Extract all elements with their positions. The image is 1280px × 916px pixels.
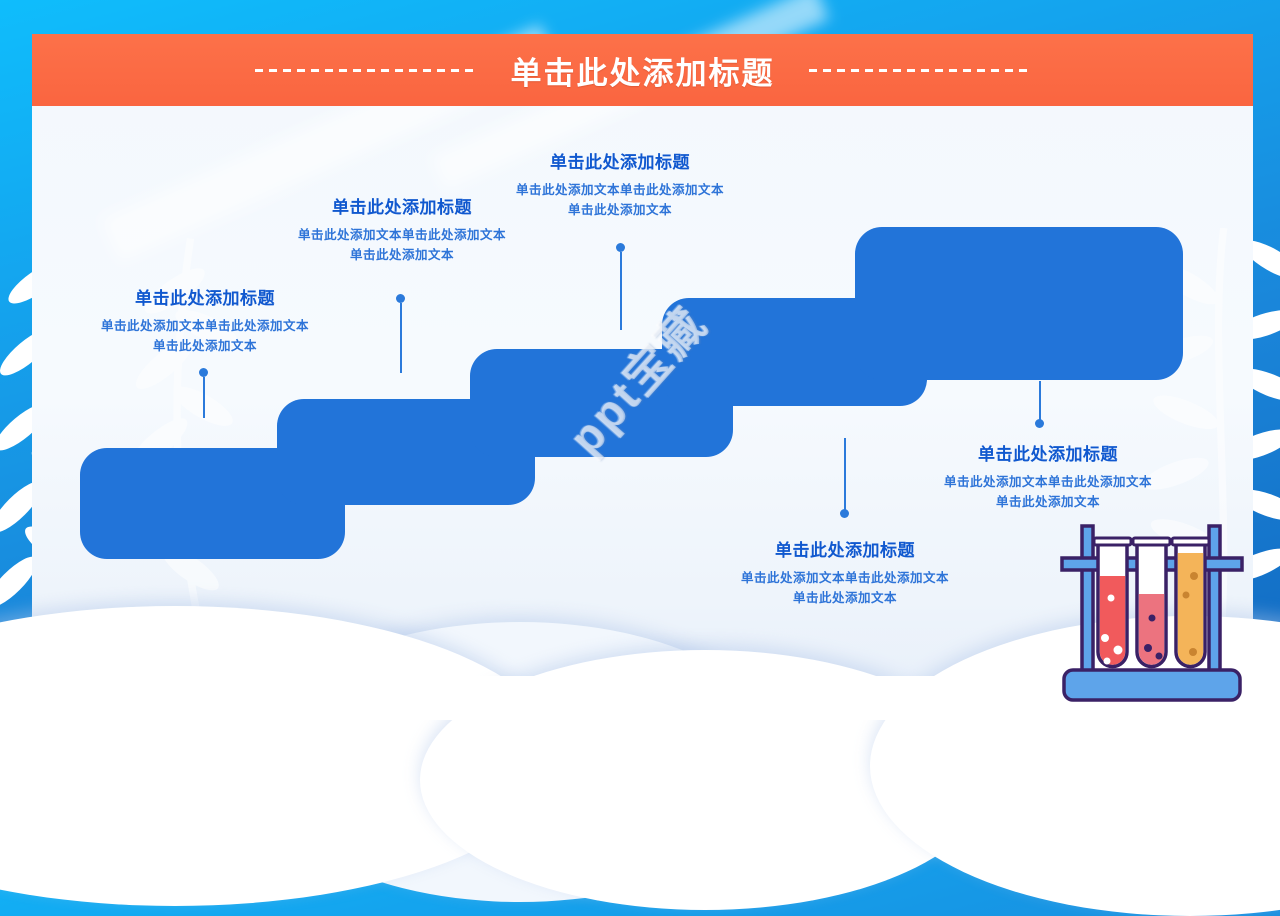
title-dash-right [808, 68, 1031, 72]
connector-dot-5 [1035, 419, 1044, 428]
test-tubes-illustration [1060, 524, 1244, 702]
step-shape-5[interactable] [855, 227, 1183, 380]
block-body-line: 单击此处添加文本 [995, 495, 1100, 509]
connector-line-1 [203, 377, 205, 418]
block-title[interactable]: 单击此处添加标题 [332, 198, 472, 217]
block-title[interactable]: 单击此处添加标题 [978, 445, 1118, 464]
connector-dot-3 [616, 243, 625, 252]
block-body-line: 单击此处添加文本单击此处添加文本 [100, 319, 309, 333]
step-text-block-5[interactable]: 单击此处添加标题 单击此处添加文本单击此处添加文本 单击此处添加文本 [926, 440, 1170, 512]
test-tube-pink [1131, 536, 1172, 669]
connector-line-4 [844, 438, 846, 510]
block-body-line: 单击此处添加文本单击此处添加文本 [943, 475, 1152, 489]
block-body-line: 单击此处添加文本 [349, 248, 454, 262]
rack-base [1062, 668, 1242, 702]
block-body-line: 单击此处添加文本 [152, 339, 257, 353]
block-body-line: 单击此处添加文本单击此处添加文本 [740, 571, 949, 585]
step-text-block-2[interactable]: 单击此处添加标题 单击此处添加文本单击此处添加文本 单击此处添加文本 [280, 193, 524, 265]
slide-header: 单击此处添加标题 [32, 34, 1253, 106]
slide-title-placeholder[interactable]: 单击此处添加标题 [510, 55, 775, 91]
block-body-line: 单击此处添加文本 [792, 591, 897, 605]
connector-dot-4 [840, 509, 849, 518]
block-title[interactable]: 单击此处添加标题 [775, 541, 915, 560]
step-text-block-1[interactable]: 单击此处添加标题 单击此处添加文本单击此处添加文本 单击此处添加文本 [83, 284, 327, 356]
step-text-block-4[interactable]: 单击此处添加标题 单击此处添加文本单击此处添加文本 单击此处添加文本 [722, 536, 968, 608]
step-text-block-3[interactable]: 单击此处添加标题 单击此处添加文本单击此处添加文本 单击此处添加文本 [498, 148, 742, 220]
connector-dot-1 [199, 368, 208, 377]
connector-line-5 [1039, 381, 1041, 420]
block-body-line: 单击此处添加文本单击此处添加文本 [515, 183, 724, 197]
title-dash-left [254, 68, 477, 72]
connector-dot-2 [396, 294, 405, 303]
test-tube-yellow [1170, 536, 1211, 669]
connector-line-2 [400, 303, 402, 373]
block-title[interactable]: 单击此处添加标题 [550, 153, 690, 172]
block-body-line: 单击此处添加文本单击此处添加文本 [297, 228, 506, 242]
block-body-line: 单击此处添加文本 [567, 203, 672, 217]
connector-line-3 [620, 252, 622, 330]
test-tube-red [1092, 536, 1133, 669]
block-title[interactable]: 单击此处添加标题 [135, 289, 275, 308]
